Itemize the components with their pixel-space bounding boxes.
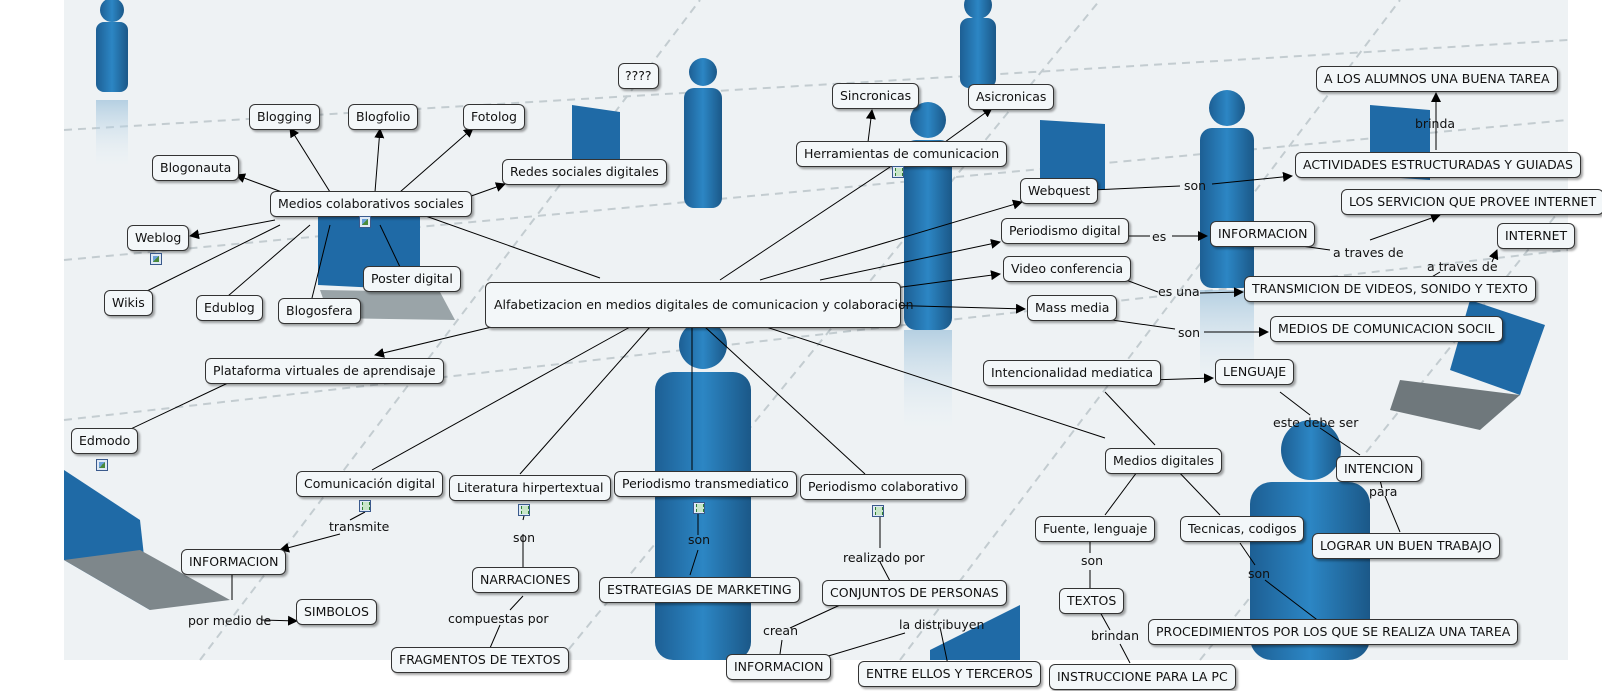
node-poster-digital[interactable]: Poster digital: [363, 266, 461, 292]
link-label-a-traves-de: a traves de: [1333, 245, 1404, 260]
link-main-comdig: [371, 326, 631, 471]
link-main-herramientas: [719, 166, 891, 281]
node-medios-colaborativos[interactable]: Medios colaborativos sociales: [270, 191, 472, 217]
node-redes-sociales[interactable]: Redes sociales digitales: [502, 159, 667, 185]
node-entre-ellos[interactable]: ENTRE ELLOS Y TERCEROS: [858, 661, 1041, 687]
link-label-por-medio-de: por medio de: [188, 613, 272, 628]
link-main-literatura: [519, 326, 651, 475]
node-actividades[interactable]: ACTIVIDADES ESTRUCTURADAS Y GUIADAS: [1295, 152, 1581, 178]
node-estrategias[interactable]: ESTRATEGIAS DE MARKETING: [599, 577, 800, 603]
link-label-brindan: brindan: [1091, 628, 1139, 643]
node-transmicion[interactable]: TRANSMICION DE VIDEOS, SONIDO Y TEXTO: [1244, 276, 1536, 302]
link-label-es-una: es una: [1158, 284, 1200, 299]
node-intencionalidad[interactable]: Intencionalidad mediatica: [983, 360, 1161, 386]
video-resource-icon[interactable]: [359, 500, 371, 512]
link-main-plataforma: [374, 324, 501, 358]
node-periodismo-transmediatico[interactable]: Periodismo transmediatico: [614, 471, 797, 497]
node-informacion-1[interactable]: INFORMACION: [181, 549, 287, 575]
link-main-mediosdig: [759, 324, 1106, 439]
node-asincronicas[interactable]: Asicronicas: [968, 84, 1055, 110]
node-main-concept[interactable]: Alfabetizacion en medios digitales de co…: [485, 282, 914, 328]
node-blogosfera[interactable]: Blogosfera: [278, 298, 361, 324]
node-blogonauta[interactable]: Blogonauta: [152, 155, 240, 181]
link-label-son: son: [1178, 325, 1201, 340]
node-textos[interactable]: TEXTOS: [1059, 588, 1125, 614]
link-label-son: son: [1081, 553, 1104, 568]
node-plataforma[interactable]: Plataforma virtuales de aprendisaje: [205, 358, 444, 384]
image-resource-icon[interactable]: [359, 216, 371, 228]
node-informacion-3[interactable]: INFORMACION: [726, 654, 832, 680]
node-medios-comunicacion[interactable]: MEDIOS DE COMUNICACION SOCIL: [1270, 316, 1503, 342]
node-mass-media[interactable]: Mass media: [1027, 295, 1118, 321]
node-periodismo-digital[interactable]: Periodismo digital: [1001, 218, 1129, 244]
node-fragmentos[interactable]: FRAGMENTOS DE TEXTOS: [391, 647, 569, 673]
node-comunicacion-digital[interactable]: Comunicación digital: [296, 471, 444, 497]
node-internet[interactable]: INTERNET: [1497, 223, 1576, 249]
node-signos[interactable]: ????: [618, 63, 659, 89]
node-blogfolio[interactable]: Blogfolio: [348, 104, 419, 130]
node-blogging[interactable]: Blogging: [249, 104, 320, 130]
link-label-son: son: [513, 530, 536, 545]
video-resource-icon[interactable]: [892, 166, 904, 178]
node-edublog[interactable]: Edublog: [196, 295, 263, 321]
link-label-a-traves-de: a traves de: [1427, 259, 1498, 274]
video-resource-icon[interactable]: [872, 505, 884, 517]
node-lenguaje[interactable]: LENGUAJE: [1215, 359, 1295, 385]
node-los-servicion[interactable]: LOS SERVICION QUE PROVEE INTERNET: [1341, 189, 1602, 215]
node-sincronicas[interactable]: Sincronicas: [832, 83, 920, 109]
link-label-para: para: [1369, 484, 1398, 499]
node-edmodo[interactable]: Edmodo: [71, 428, 139, 454]
link-label-son: son: [1184, 178, 1207, 193]
video-resource-icon[interactable]: [518, 504, 530, 516]
link-label-realizado-por: realizado por: [843, 550, 925, 565]
link-label-este-debe-ser: este debe ser: [1273, 415, 1359, 430]
link-label-son: son: [688, 532, 711, 547]
link-main-webquest: [759, 199, 1023, 281]
link-main-medios: [419, 213, 601, 279]
node-weblog[interactable]: Weblog: [127, 225, 190, 251]
node-intencion[interactable]: INTENCION: [1336, 456, 1422, 482]
node-video-conferencia[interactable]: Video conferencia: [1003, 256, 1132, 282]
node-a-los-alumnos[interactable]: A LOS ALUMNOS UNA BUENA TAREA: [1316, 66, 1558, 92]
video-resource-icon[interactable]: [693, 502, 705, 514]
node-periodismo-colaborativo[interactable]: Periodismo colaborativo: [800, 474, 967, 500]
link-main-periodismo: [819, 238, 1001, 281]
node-fuente-lenguaje[interactable]: Fuente, lenguaje: [1035, 516, 1156, 542]
node-instruccione[interactable]: INSTRUCCIONE PARA LA PC: [1049, 664, 1236, 690]
node-informacion-2[interactable]: INFORMACION: [1210, 221, 1316, 247]
node-herramientas[interactable]: Herramientas de comunicacion: [796, 141, 1008, 167]
image-resource-icon[interactable]: [150, 253, 162, 265]
node-conjuntos-personas[interactable]: CONJUNTOS DE PERSONAS: [822, 580, 1007, 606]
link-label-es: es: [1152, 229, 1167, 244]
node-simbolos[interactable]: SIMBOLOS: [296, 599, 377, 625]
node-webquest[interactable]: Webquest: [1020, 178, 1099, 204]
link-main-mass: [881, 303, 1026, 314]
link-label-transmite: transmite: [329, 519, 390, 534]
node-lograr[interactable]: LOGRAR UN BUEN TRABAJO: [1312, 533, 1500, 559]
node-procedimientos[interactable]: PROCEDIMIENTOS POR LOS QUE SE REALIZA UN…: [1148, 619, 1519, 645]
link-label-compuestas-por: compuestas por: [448, 611, 549, 626]
link-label-son: son: [1248, 566, 1271, 581]
node-literatura[interactable]: Literatura hirpertextual: [449, 475, 612, 501]
link-label-crean: crean: [763, 623, 799, 638]
node-tecnicas-codigos[interactable]: Tecnicas, codigos: [1180, 516, 1305, 542]
node-narraciones[interactable]: NARRACIONES: [472, 567, 579, 593]
image-resource-icon[interactable]: [96, 459, 108, 471]
node-fotolog[interactable]: Fotolog: [463, 104, 525, 130]
link-label-la-distribuyen: la distribuyen: [899, 617, 985, 632]
node-wikis[interactable]: Wikis: [104, 290, 153, 316]
link-label-brinda: brinda: [1415, 116, 1456, 131]
node-medios-digitales[interactable]: Medios digitales: [1105, 448, 1223, 474]
link-main-pcolab: [704, 326, 866, 475]
